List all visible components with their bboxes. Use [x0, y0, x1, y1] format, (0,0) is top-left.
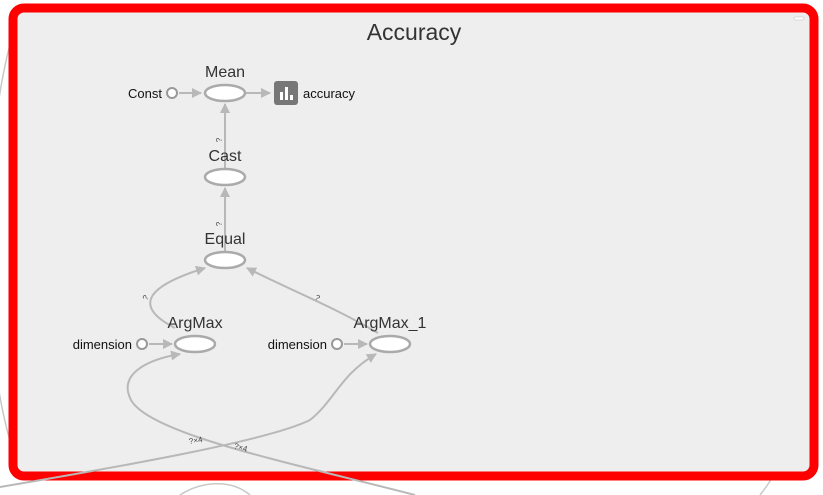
dimension-1-label: dimension [268, 337, 327, 352]
const-node[interactable] [166, 87, 178, 99]
edge-label-argmax-in: ?×4 [233, 441, 249, 453]
argmax1-label: ArgMax_1 [354, 315, 427, 332]
argmax-label: ArgMax [167, 315, 222, 332]
background-arc-bottom [179, 482, 251, 495]
equal-label: Equal [205, 231, 246, 248]
equal-node[interactable] [203, 250, 247, 270]
edge-input-argmax [126, 350, 416, 495]
edge-label-cast-in: ? [215, 221, 224, 226]
scope-title: Accuracy [367, 19, 462, 45]
edge-argmax-equal [149, 265, 206, 329]
edge-input-argmax1 [0, 353, 377, 488]
edge-label-argmax1-in: ?×4 [188, 435, 203, 446]
const-label: Const [128, 86, 162, 101]
collapse-button[interactable] [793, 16, 805, 21]
accuracy-summary[interactable]: accuracy [274, 81, 356, 105]
edge-label-equal-left: ? [141, 293, 151, 302]
dimension-1-node[interactable] [331, 338, 343, 350]
dimension-node[interactable] [136, 338, 148, 350]
edge-label-mean-in: ? [215, 137, 224, 142]
dimension-label: dimension [73, 337, 132, 352]
cast-label: Cast [209, 148, 242, 165]
edge-label-equal-right: ? [313, 293, 322, 303]
argmax-node[interactable] [173, 334, 217, 354]
edge-argmax1-equal [246, 267, 379, 334]
namescope-panel[interactable] [8, 3, 819, 481]
accuracy-label: accuracy [303, 86, 356, 101]
argmax1-node[interactable] [368, 334, 412, 354]
mean-label: Mean [205, 64, 245, 81]
mean-node[interactable] [203, 83, 247, 103]
cast-node[interactable] [203, 167, 247, 187]
background-arc-left [0, 11, 21, 471]
